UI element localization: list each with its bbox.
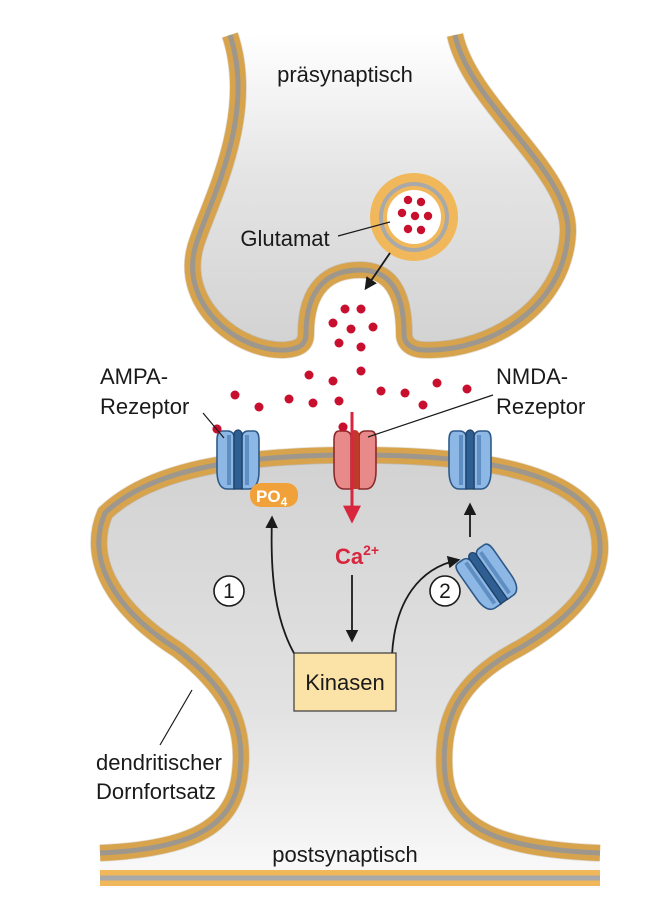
po4-base: PO <box>256 487 281 506</box>
phosphate-badge: PO4 <box>250 483 298 509</box>
ampa-receptor-icon <box>215 428 261 491</box>
calcium-label: Ca2+ <box>335 542 379 569</box>
po4-sub: 4 <box>281 495 288 509</box>
ampa-label-line1: AMPA- <box>100 364 168 389</box>
ampa-receptor-icon <box>447 428 493 491</box>
insertion-arrow <box>391 555 461 656</box>
step-1-marker: 1 <box>213 575 245 607</box>
glutamate-leader-line <box>337 221 391 237</box>
step-1-number: 1 <box>223 580 235 603</box>
spine-label-line1: dendritischer <box>96 750 222 775</box>
bound-glutamate <box>338 422 348 432</box>
ampa-label-line2: Rezeptor <box>100 394 189 419</box>
calcium-base: Ca <box>335 544 364 569</box>
presynaptic-membrane-inner <box>190 34 571 353</box>
calcium-charge: 2+ <box>363 542 379 558</box>
nmda-leader-line <box>367 394 494 438</box>
spine-label-line2: Dornfortsatz <box>96 779 216 804</box>
nmda-receptor-icon <box>333 430 377 490</box>
vesicle-fusion-arrow <box>364 252 391 291</box>
phosphorylation-arrow <box>265 515 296 656</box>
presynaptic-label: präsynaptisch <box>277 62 413 87</box>
ampa-leader-line <box>202 412 225 439</box>
kinases-label: Kinasen <box>305 670 385 695</box>
kinases-box: Kinasen <box>293 652 397 712</box>
synaptic-vesicle-icon <box>370 173 458 261</box>
step-2-marker: 2 <box>429 575 461 607</box>
svg-text:PO4: PO4 <box>256 487 288 509</box>
nmda-label-line2: Rezeptor <box>496 394 585 419</box>
nmda-label-line1: NMDA- <box>496 364 568 389</box>
step-2-number: 2 <box>439 580 451 603</box>
postsynaptic-label: postsynaptisch <box>272 842 418 867</box>
glutamate-label: Glutamat <box>240 226 329 251</box>
spine-leader-line <box>159 689 193 746</box>
